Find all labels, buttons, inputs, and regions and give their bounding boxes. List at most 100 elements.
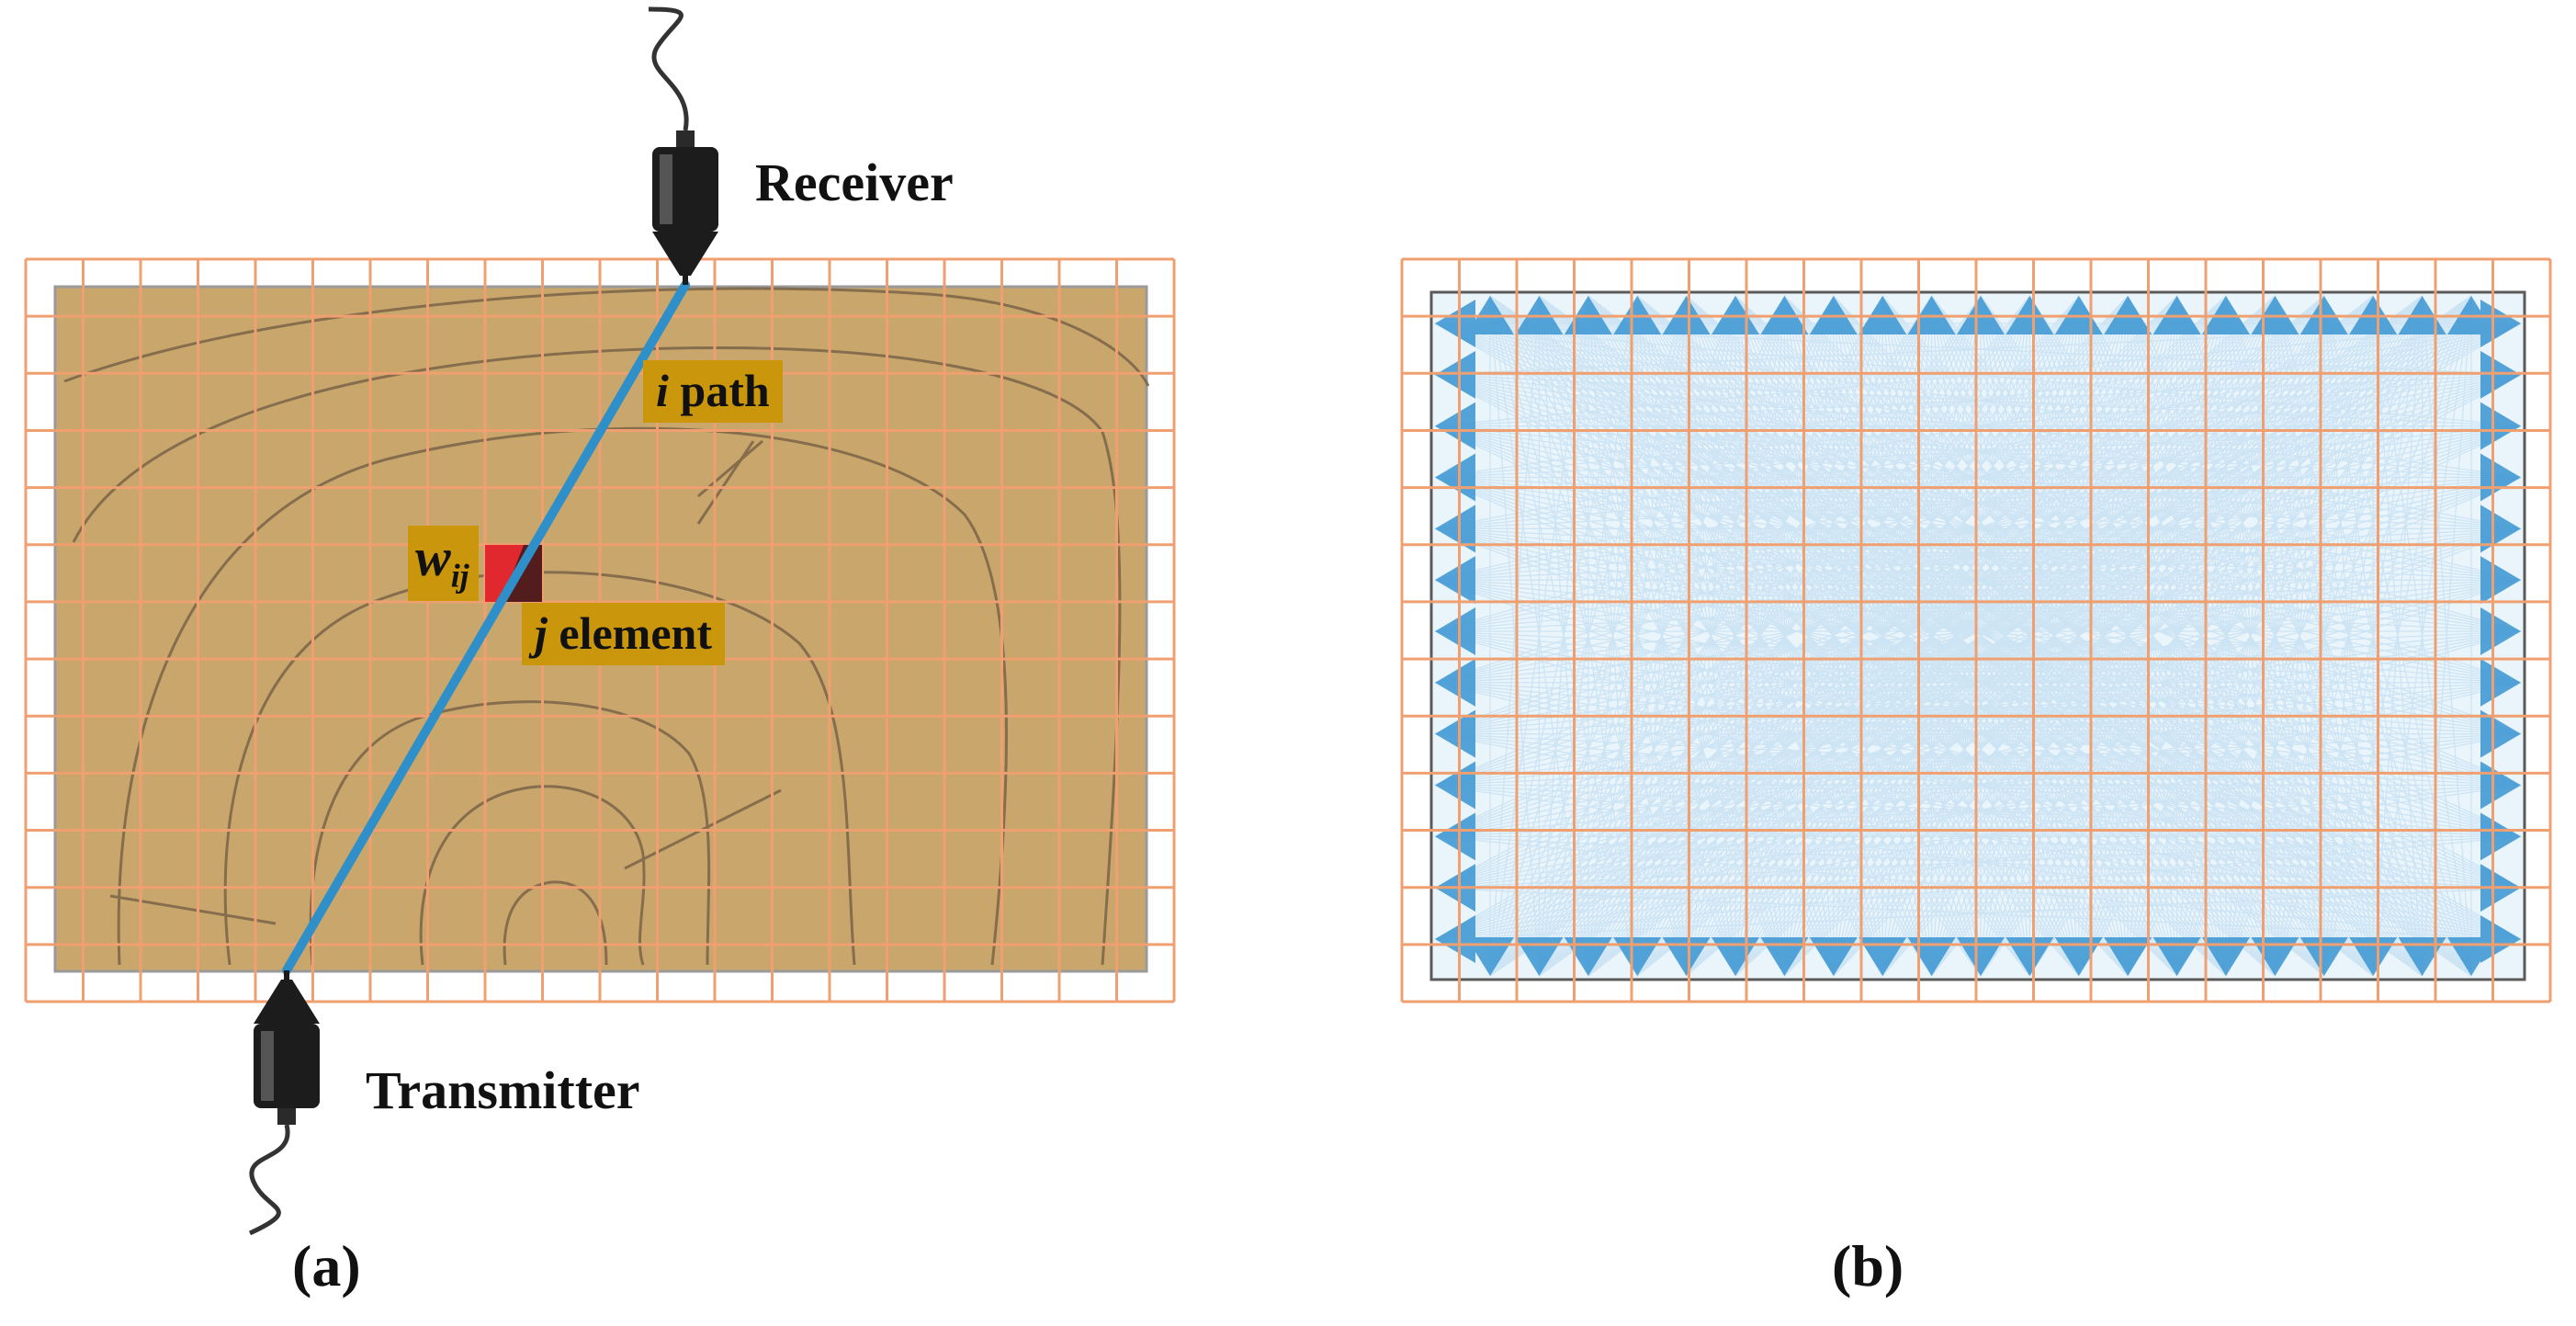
- ray-line-horizontal: [1434, 323, 2522, 479]
- source-marker-right: [2480, 709, 2521, 758]
- ray-line-vertical: [1931, 295, 2472, 977]
- ray-line-vertical: [1538, 295, 2276, 977]
- ray-line-vertical: [2028, 295, 2472, 977]
- ray-line-vertical: [1636, 295, 2325, 977]
- ray-line-horizontal: [1434, 630, 2522, 787]
- ray-line-vertical: [1489, 295, 1835, 977]
- ray-line-vertical: [1783, 295, 2227, 977]
- ray-line-vertical: [1489, 295, 2227, 977]
- ray-line-vertical: [2176, 295, 2472, 977]
- ray-line-vertical: [1734, 295, 2374, 977]
- ray-line-vertical: [1587, 295, 2030, 977]
- ray-line-vertical: [1783, 295, 2080, 977]
- ray-line-vertical: [2078, 295, 2423, 977]
- ray-line-vertical: [1636, 295, 1982, 977]
- ray-line-horizontal: [1434, 682, 2522, 735]
- ray-line-vertical: [1587, 295, 2325, 977]
- ray-line-vertical: [1587, 295, 2276, 977]
- ray-line-vertical: [1833, 295, 2325, 977]
- ray-line-vertical: [1587, 295, 2472, 977]
- ray-line-vertical: [1783, 295, 1933, 977]
- ray-line-horizontal: [1434, 374, 2522, 632]
- ray-line-vertical: [1489, 295, 2472, 977]
- ray-line-vertical: [1538, 295, 2227, 977]
- ray-line-vertical: [1734, 295, 1982, 977]
- ray-line-vertical: [1881, 295, 2276, 977]
- ray-line-vertical: [2323, 295, 2423, 977]
- ray-line-vertical: [1489, 295, 2129, 977]
- ray-line-vertical: [2078, 295, 2472, 977]
- ray-line-vertical: [1833, 295, 1982, 977]
- ray-line-vertical: [1931, 295, 2374, 977]
- ray-line-vertical: [1980, 295, 2080, 977]
- ray-line-vertical: [2078, 295, 2178, 977]
- ray-line-horizontal: [1434, 682, 2522, 787]
- ray-line-vertical: [1833, 295, 1883, 977]
- ray-line-vertical: [1489, 295, 2423, 977]
- ray-line-vertical: [1587, 295, 1933, 977]
- ray-line-vertical: [1783, 295, 2227, 977]
- ray-line-horizontal: [1434, 527, 2522, 889]
- ray-line-vertical: [1930, 295, 2031, 977]
- ray-line-vertical: [1685, 295, 1933, 977]
- ray-line-horizontal: [1434, 579, 2522, 735]
- ray-line-horizontal: [1434, 374, 2522, 837]
- source-marker-bottom: [2104, 937, 2152, 976]
- receiver-sensor: [648, 6, 718, 285]
- element-text: element: [559, 607, 712, 659]
- ray-line-horizontal: [1434, 476, 2522, 735]
- weight-base: w: [415, 527, 451, 587]
- ray-line-vertical: [1734, 295, 2374, 977]
- ray-line-horizontal: [1434, 579, 2522, 632]
- ray-line-vertical: [1881, 295, 2227, 977]
- ray-line-horizontal: [1434, 784, 2522, 889]
- ray-line-vertical: [1833, 295, 2374, 977]
- ray-line-horizontal: [1434, 630, 2522, 787]
- ray-line-vertical: [1538, 295, 1883, 977]
- ray-line-horizontal: [1434, 323, 2522, 581]
- ray-line-vertical: [1734, 295, 1835, 977]
- ray-line-vertical: [1636, 295, 1688, 977]
- ray-line-vertical: [2028, 295, 2277, 977]
- ray-line-vertical: [2175, 295, 2227, 977]
- ray-line-vertical: [1489, 295, 1785, 977]
- ray-line-vertical: [1783, 295, 1835, 977]
- ray-line-horizontal: [1434, 579, 2522, 837]
- ray-line-vertical: [2078, 295, 2129, 977]
- ray-line-vertical: [2225, 295, 2472, 977]
- ray-line-vertical: [1881, 295, 2276, 977]
- ray-line-vertical: [1783, 295, 1883, 977]
- ray-line-vertical: [1489, 295, 2178, 977]
- source-marker-left: [1435, 350, 1475, 399]
- ray-line-vertical: [1783, 295, 2178, 977]
- ray-line-vertical: [1833, 295, 2423, 977]
- ray-line-horizontal: [1434, 527, 2522, 837]
- ray-line-vertical: [1980, 295, 2276, 977]
- ray-line-vertical: [1734, 295, 2276, 977]
- ray-line-horizontal: [1434, 323, 2522, 632]
- ray-line-vertical: [1833, 295, 2423, 977]
- ray-line-horizontal: [1434, 425, 2522, 581]
- ray-line-horizontal: [1434, 527, 2522, 940]
- ray-line-horizontal: [1434, 374, 2522, 735]
- ray-line-vertical: [1881, 295, 2031, 977]
- ray-line-vertical: [1587, 295, 1835, 977]
- ray-line-horizontal: [1434, 784, 2522, 940]
- source-marker-left: [1435, 300, 1475, 347]
- ray-line-vertical: [1587, 295, 2227, 977]
- ray-line-vertical: [1980, 295, 2423, 977]
- ray-line-vertical: [2225, 295, 2374, 977]
- ray-line-vertical: [2323, 295, 2472, 977]
- ray-line-vertical: [2274, 295, 2374, 977]
- ray-line-vertical: [1783, 295, 1933, 977]
- ray-line-vertical: [1636, 295, 1883, 977]
- ray-line-horizontal: [1434, 425, 2522, 889]
- ray-line-vertical: [1587, 295, 2030, 977]
- ray-line-vertical: [1636, 295, 1736, 977]
- ray-line-vertical: [1636, 295, 2178, 977]
- source-marker-left: [1435, 658, 1475, 707]
- ray-line-vertical: [1930, 295, 2080, 977]
- ray-line-vertical: [2028, 295, 2080, 977]
- ray-line-vertical: [1538, 295, 1589, 977]
- ray-line-vertical: [1833, 295, 1883, 977]
